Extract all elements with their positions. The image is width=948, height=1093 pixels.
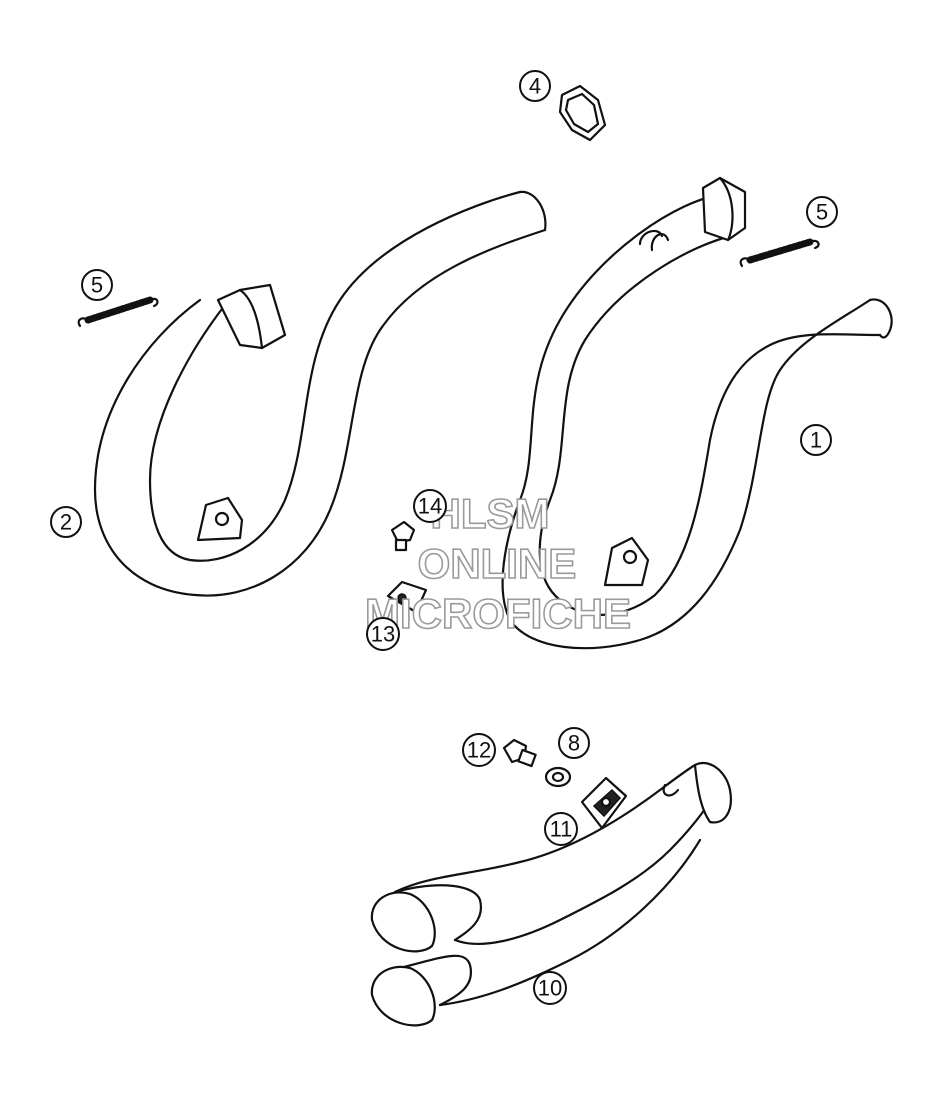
callout-11: 11 — [544, 812, 578, 846]
callout-10: 10 — [533, 971, 567, 1005]
watermark-line-1: HLSM — [431, 490, 550, 537]
spring-right — [739, 238, 820, 268]
clip-nut-11 — [580, 776, 628, 830]
callout-1-label: 1 — [810, 428, 822, 453]
callout-12-label: 12 — [467, 738, 491, 763]
bolt-14 — [390, 520, 416, 552]
callout-13: 13 — [366, 617, 400, 651]
watermark: HLSM ONLINE MICROFICHE — [364, 489, 632, 638]
clip-nut-13 — [386, 580, 428, 614]
bolt-12 — [502, 738, 537, 768]
callout-14-label: 14 — [418, 494, 442, 519]
callout-5-left-label: 5 — [91, 273, 103, 298]
callout-1: 1 — [800, 424, 832, 456]
callout-2: 2 — [50, 506, 82, 538]
callout-8-label: 8 — [568, 731, 580, 756]
callout-4: 4 — [519, 70, 551, 102]
callout-14: 14 — [413, 489, 447, 523]
callout-4-label: 4 — [529, 74, 541, 99]
spring-left — [77, 296, 159, 328]
callout-12: 12 — [462, 733, 496, 767]
watermark-line-2: ONLINE — [418, 540, 577, 587]
callout-11-label: 11 — [550, 817, 573, 842]
callout-5-left: 5 — [81, 269, 113, 301]
header-pipe-left — [93, 190, 547, 597]
callout-2-label: 2 — [60, 510, 72, 535]
watermark-line-3: MICROFICHE — [365, 590, 631, 637]
y-collector-pipe — [370, 762, 732, 1027]
callout-5-right-label: 5 — [816, 200, 828, 225]
callout-10-label: 10 — [538, 976, 562, 1001]
callout-13-label: 13 — [371, 622, 395, 647]
exhaust-gasket — [558, 84, 607, 142]
washer-8 — [544, 766, 572, 788]
callout-8: 8 — [558, 727, 590, 759]
header-pipe-right — [501, 176, 893, 650]
callout-5-right: 5 — [806, 196, 838, 228]
